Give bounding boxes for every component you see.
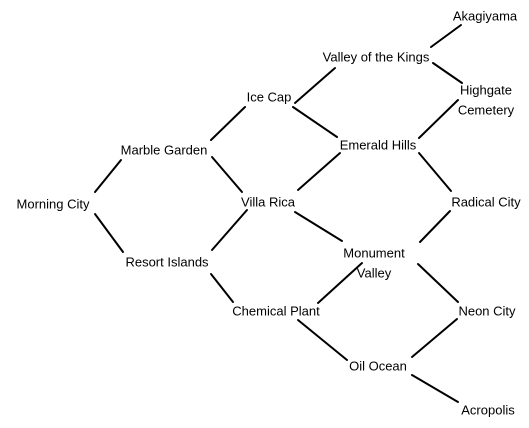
- node-akagiyama: Akagiyama: [453, 9, 518, 24]
- node-label: Emerald Hills: [340, 138, 417, 153]
- edge-emerald-hills-to-villa-rica: [297, 152, 341, 191]
- node-ice-cap: Ice Cap: [247, 90, 292, 105]
- node-label: Resort Islands: [125, 255, 209, 270]
- node-label: Morning City: [17, 197, 90, 212]
- edge-monument-valley-to-neon-city: [417, 263, 459, 303]
- edge-villa-rica-to-monument-valley: [294, 211, 343, 242]
- edge-resort-islands-to-chemical-plant: [210, 273, 234, 303]
- node-label: Marble Garden: [121, 143, 208, 158]
- node-emerald-hills: Emerald Hills: [340, 138, 417, 153]
- node-label: Neon City: [458, 304, 516, 319]
- node-label: Cemetery: [458, 103, 515, 118]
- edge-neon-city-to-oil-ocean: [411, 318, 458, 358]
- edge-valley-of-the-kings-to-highgate-cemetery: [432, 62, 463, 84]
- node-villa-rica: Villa Rica: [241, 195, 296, 210]
- edge-radical-city-to-monument-valley: [419, 210, 451, 243]
- edge-ice-cap-to-valley-of-the-kings: [294, 67, 336, 104]
- node-label: Valley of the Kings: [323, 50, 430, 65]
- node-acropolis: Acropolis: [461, 403, 515, 418]
- edge-oil-ocean-to-acropolis: [411, 374, 459, 403]
- node-morning-city: Morning City: [17, 197, 90, 212]
- node-label: Highgate: [460, 83, 512, 98]
- edge-ice-cap-to-marble-garden: [210, 106, 246, 141]
- edge-emerald-hills-to-radical-city: [418, 152, 452, 192]
- node-label: Villa Rica: [241, 195, 296, 210]
- node-resort-islands: Resort Islands: [125, 255, 209, 270]
- node-label: Akagiyama: [453, 9, 518, 24]
- node-marble-garden: Marble Garden: [121, 143, 208, 158]
- node-label: Chemical Plant: [232, 304, 320, 319]
- edge-ice-cap-to-emerald-hills: [292, 106, 338, 138]
- edge-marble-garden-to-morning-city: [94, 159, 122, 193]
- node-label: Oil Ocean: [349, 359, 407, 374]
- node-label: Ice Cap: [247, 90, 292, 105]
- edge-layer: [94, 24, 463, 403]
- node-label: Radical City: [451, 195, 521, 210]
- node-label: Monument: [343, 246, 405, 261]
- edge-monument-valley-to-chemical-plant: [317, 262, 363, 304]
- node-valley-of-the-kings: Valley of the Kings: [323, 50, 430, 65]
- edge-marble-garden-to-villa-rica: [211, 156, 243, 193]
- node-chemical-plant: Chemical Plant: [232, 304, 320, 319]
- edge-chemical-plant-to-oil-ocean: [297, 319, 348, 361]
- node-neon-city: Neon City: [458, 304, 516, 319]
- edge-valley-of-the-kings-to-akagiyama: [430, 24, 462, 48]
- node-label: Acropolis: [461, 403, 515, 418]
- node-label: Valley: [357, 266, 392, 281]
- node-oil-ocean: Oil Ocean: [349, 359, 407, 374]
- node-radical-city: Radical City: [451, 195, 521, 210]
- edge-highgate-cemetery-to-emerald-hills: [418, 99, 459, 139]
- edge-resort-islands-to-villa-rica: [211, 209, 248, 251]
- edge-morning-city-to-resort-islands: [94, 213, 124, 253]
